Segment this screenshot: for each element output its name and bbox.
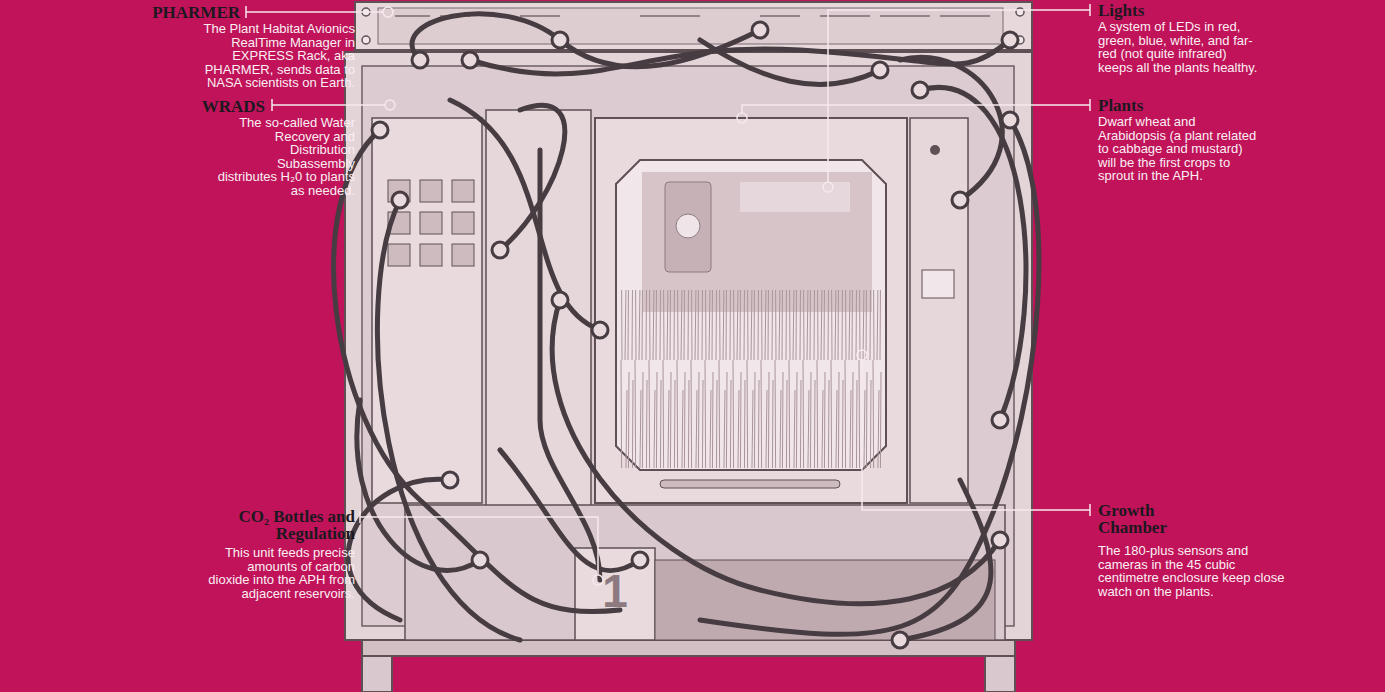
callout-text: Dwarf wheat and Arabidopsis (a plant rel… — [1098, 115, 1258, 183]
callout-heading: Plants — [1098, 97, 1248, 114]
callout-text: The 180-plus sensors and cameras in the … — [1098, 544, 1298, 598]
callout-text: A system of LEDs in red, green, blue, wh… — [1098, 20, 1263, 74]
callout-heading: WRADS — [115, 98, 265, 115]
callout-heading: Lights — [1098, 2, 1248, 19]
callout-heading: CO₂ Bottles and Regulation — [205, 508, 355, 542]
callout-text: The so-called Water Recovery and Distrib… — [215, 116, 355, 198]
callout-text: This unit feeds precise amounts of carbo… — [205, 546, 355, 600]
callout-text: The Plant Habitat Avionics RealTime Mana… — [175, 22, 355, 90]
unit-number: 1 — [585, 568, 645, 614]
callout-heading: Growth Chamber — [1098, 502, 1208, 536]
callout-heading: PHARMER — [90, 4, 240, 21]
